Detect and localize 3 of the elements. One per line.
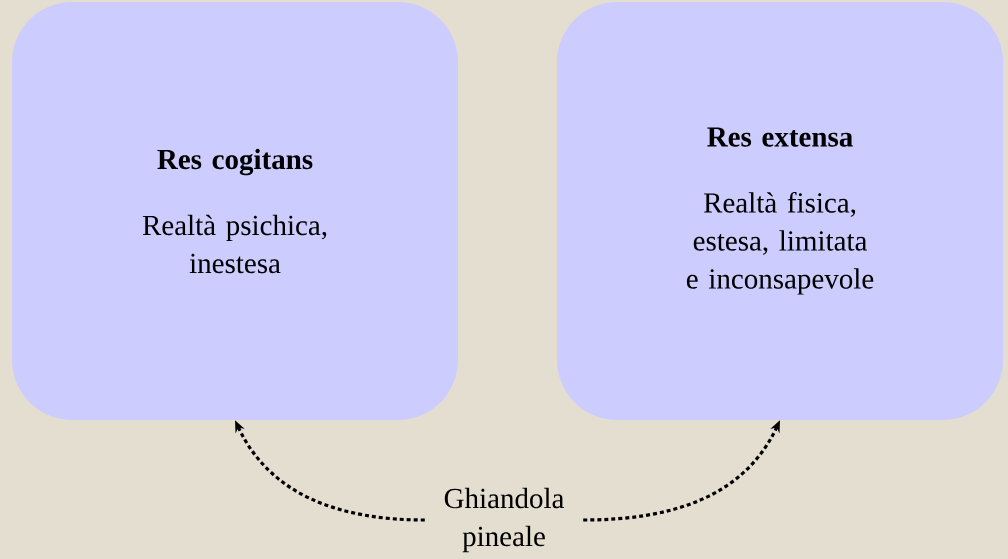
concept-box: Res cogitans Realtà psichica, inestesa xyxy=(12,2,458,420)
concept-box: Res extensa Realtà fisica, estesa, limitata e inconsapevole xyxy=(557,2,1003,420)
label-text: Ghiandola pineale xyxy=(444,487,564,553)
